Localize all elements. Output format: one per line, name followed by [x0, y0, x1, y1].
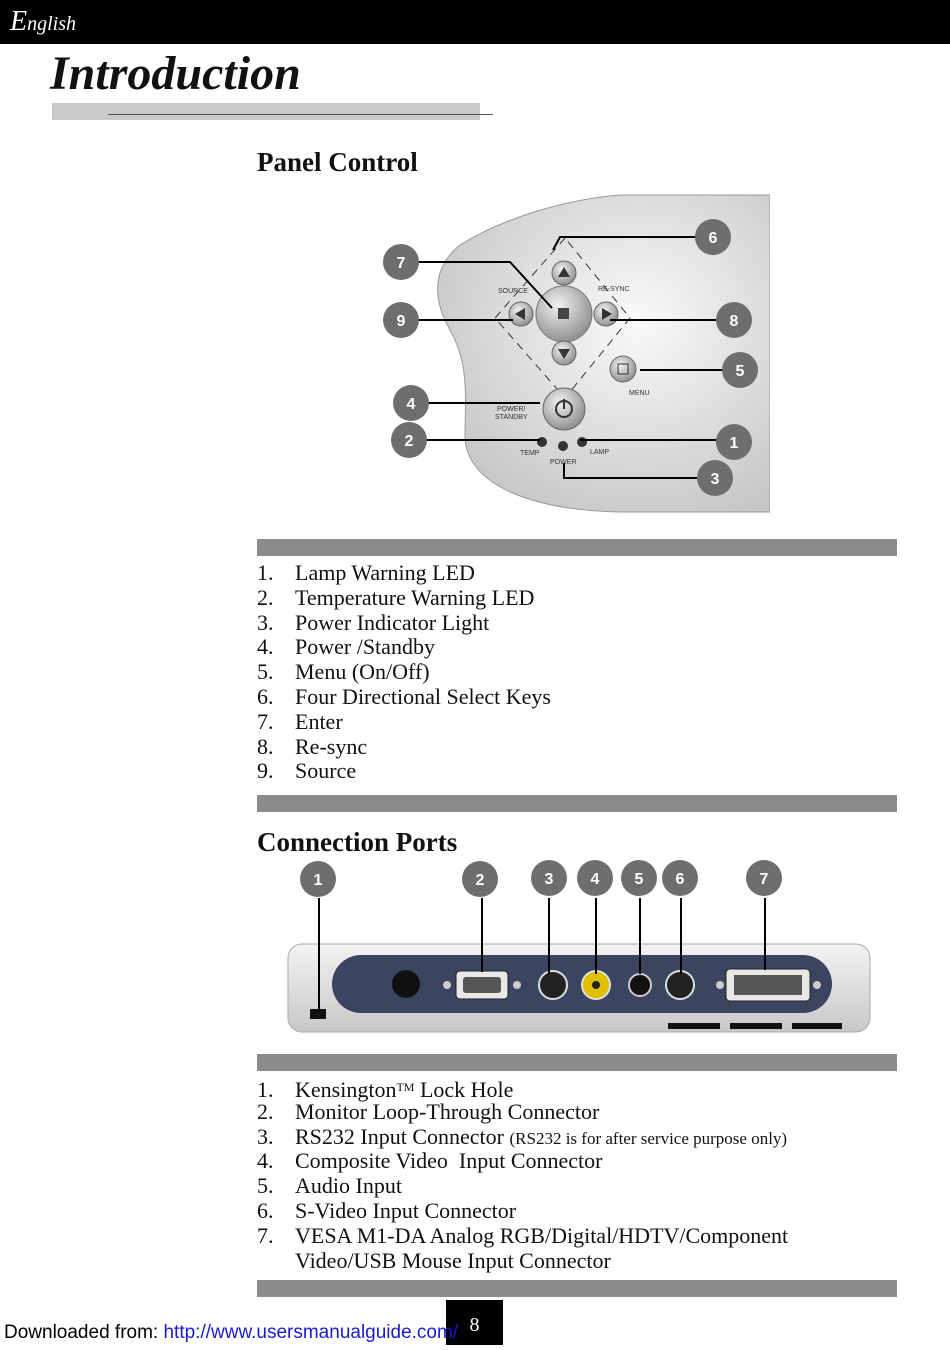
list-item: 5.Menu (On/Off) [257, 659, 430, 685]
port-callout-6: 6 [676, 871, 685, 888]
list-item: 3.RS232 Input Connector (RS232 is for af… [257, 1123, 788, 1149]
port-callout-4: 4 [591, 871, 600, 888]
port-callout-3: 3 [545, 871, 554, 888]
title-underline [52, 103, 480, 120]
page-number: 8 [446, 1300, 503, 1345]
panel-callout-4: 4 [407, 396, 416, 413]
label-power-standby-1: POWER/ [497, 406, 525, 413]
label-source: SOURCE [498, 288, 528, 295]
panel-control-title: Panel Control [257, 147, 418, 177]
list-item: 3.Power Indicator Light [257, 609, 490, 635]
panel-callout-8: 8 [730, 313, 739, 330]
panel-callout-2: 2 [405, 433, 414, 450]
label-menu: MENU [629, 390, 650, 397]
arrow-up-icon [558, 267, 570, 277]
section-divider [257, 1280, 897, 1297]
label-resync: RE-SYNC [598, 286, 630, 293]
list-item-continuation: Video/USB Mouse Input Connector [295, 1247, 611, 1273]
panel-control-list: 1.Lamp Warning LED 2.Temperature Warning… [257, 560, 551, 784]
label-power-standby-2: STANDBY [495, 414, 528, 421]
port-callout-1: 1 [314, 872, 323, 889]
audio-port [628, 973, 652, 997]
port-hole [392, 970, 420, 998]
panel-callout-5: 5 [736, 363, 745, 380]
arrow-left-icon [515, 308, 525, 320]
enter-icon [558, 308, 569, 319]
section-divider [257, 1054, 897, 1071]
page-title: Introduction [50, 47, 301, 100]
panel-callout-1: 1 [730, 435, 739, 452]
list-item: 6.S-Video Input Connector [257, 1197, 517, 1223]
section-divider [257, 795, 897, 812]
list-item: 2.Monitor Loop-Through Connector [257, 1098, 600, 1124]
list-item: 9.Source [257, 758, 357, 784]
list-item: 2.Temperature Warning LED [257, 584, 535, 610]
rs232-port [538, 970, 568, 1000]
list-item: 6.Four Directional Select Keys [257, 683, 551, 709]
connection-ports-list: 1.KensingtonTM Lock Hole 2.Monitor Loop-… [257, 1075, 788, 1273]
label-power: POWER [550, 459, 576, 466]
port-callout-7: 7 [760, 871, 769, 888]
list-item: 8.Re-sync [257, 733, 368, 759]
list-item: 4.Power /Standby [257, 634, 435, 660]
list-item: 1.Lamp Warning LED [257, 560, 475, 585]
list-item: 5.Audio Input [257, 1173, 402, 1199]
connection-ports-title: Connection Ports [257, 827, 458, 857]
list-item: 7.Enter [257, 708, 343, 734]
menu-icon [617, 363, 629, 375]
panel-callouts: 1 2 3 4 5 6 7 8 9 [383, 219, 758, 496]
footer-link[interactable]: http://www.usersmanualguide.com/ [163, 1322, 459, 1343]
svideo-port [665, 970, 695, 1000]
title-rule [108, 114, 493, 115]
label-lamp: LAMP [590, 449, 609, 456]
kensington-slot [310, 1009, 326, 1019]
arrow-right-icon [602, 308, 612, 320]
power-led [558, 441, 568, 451]
footer-prefix: Downloaded from: [4, 1322, 164, 1343]
port-callout-2: 2 [476, 872, 485, 889]
menu-key[interactable] [609, 355, 637, 383]
footer: Downloaded from: http://www.usersmanualg… [4, 1322, 458, 1344]
label-temp: TEMP [520, 450, 540, 457]
top-bar: English [0, 0, 950, 44]
panel-callout-3: 3 [711, 471, 720, 488]
language-label: English [10, 6, 77, 37]
list-item: 7.VESA M1-DA Analog RGB/Digital/HDTV/Com… [257, 1222, 789, 1248]
list-item: 4.Composite Video Input Connector [257, 1148, 603, 1174]
section-divider [257, 539, 897, 556]
list-item: 1.KensingtonTM Lock Hole [257, 1077, 514, 1102]
arrow-down-icon [558, 349, 570, 359]
panel-callout-6: 6 [709, 230, 718, 247]
port-callout-5: 5 [635, 871, 644, 888]
connection-ports-diagram: 1 2 3 4 5 6 7 [287, 860, 871, 1033]
panel-callout-9: 9 [397, 313, 406, 330]
panel-callout-7: 7 [397, 255, 406, 272]
